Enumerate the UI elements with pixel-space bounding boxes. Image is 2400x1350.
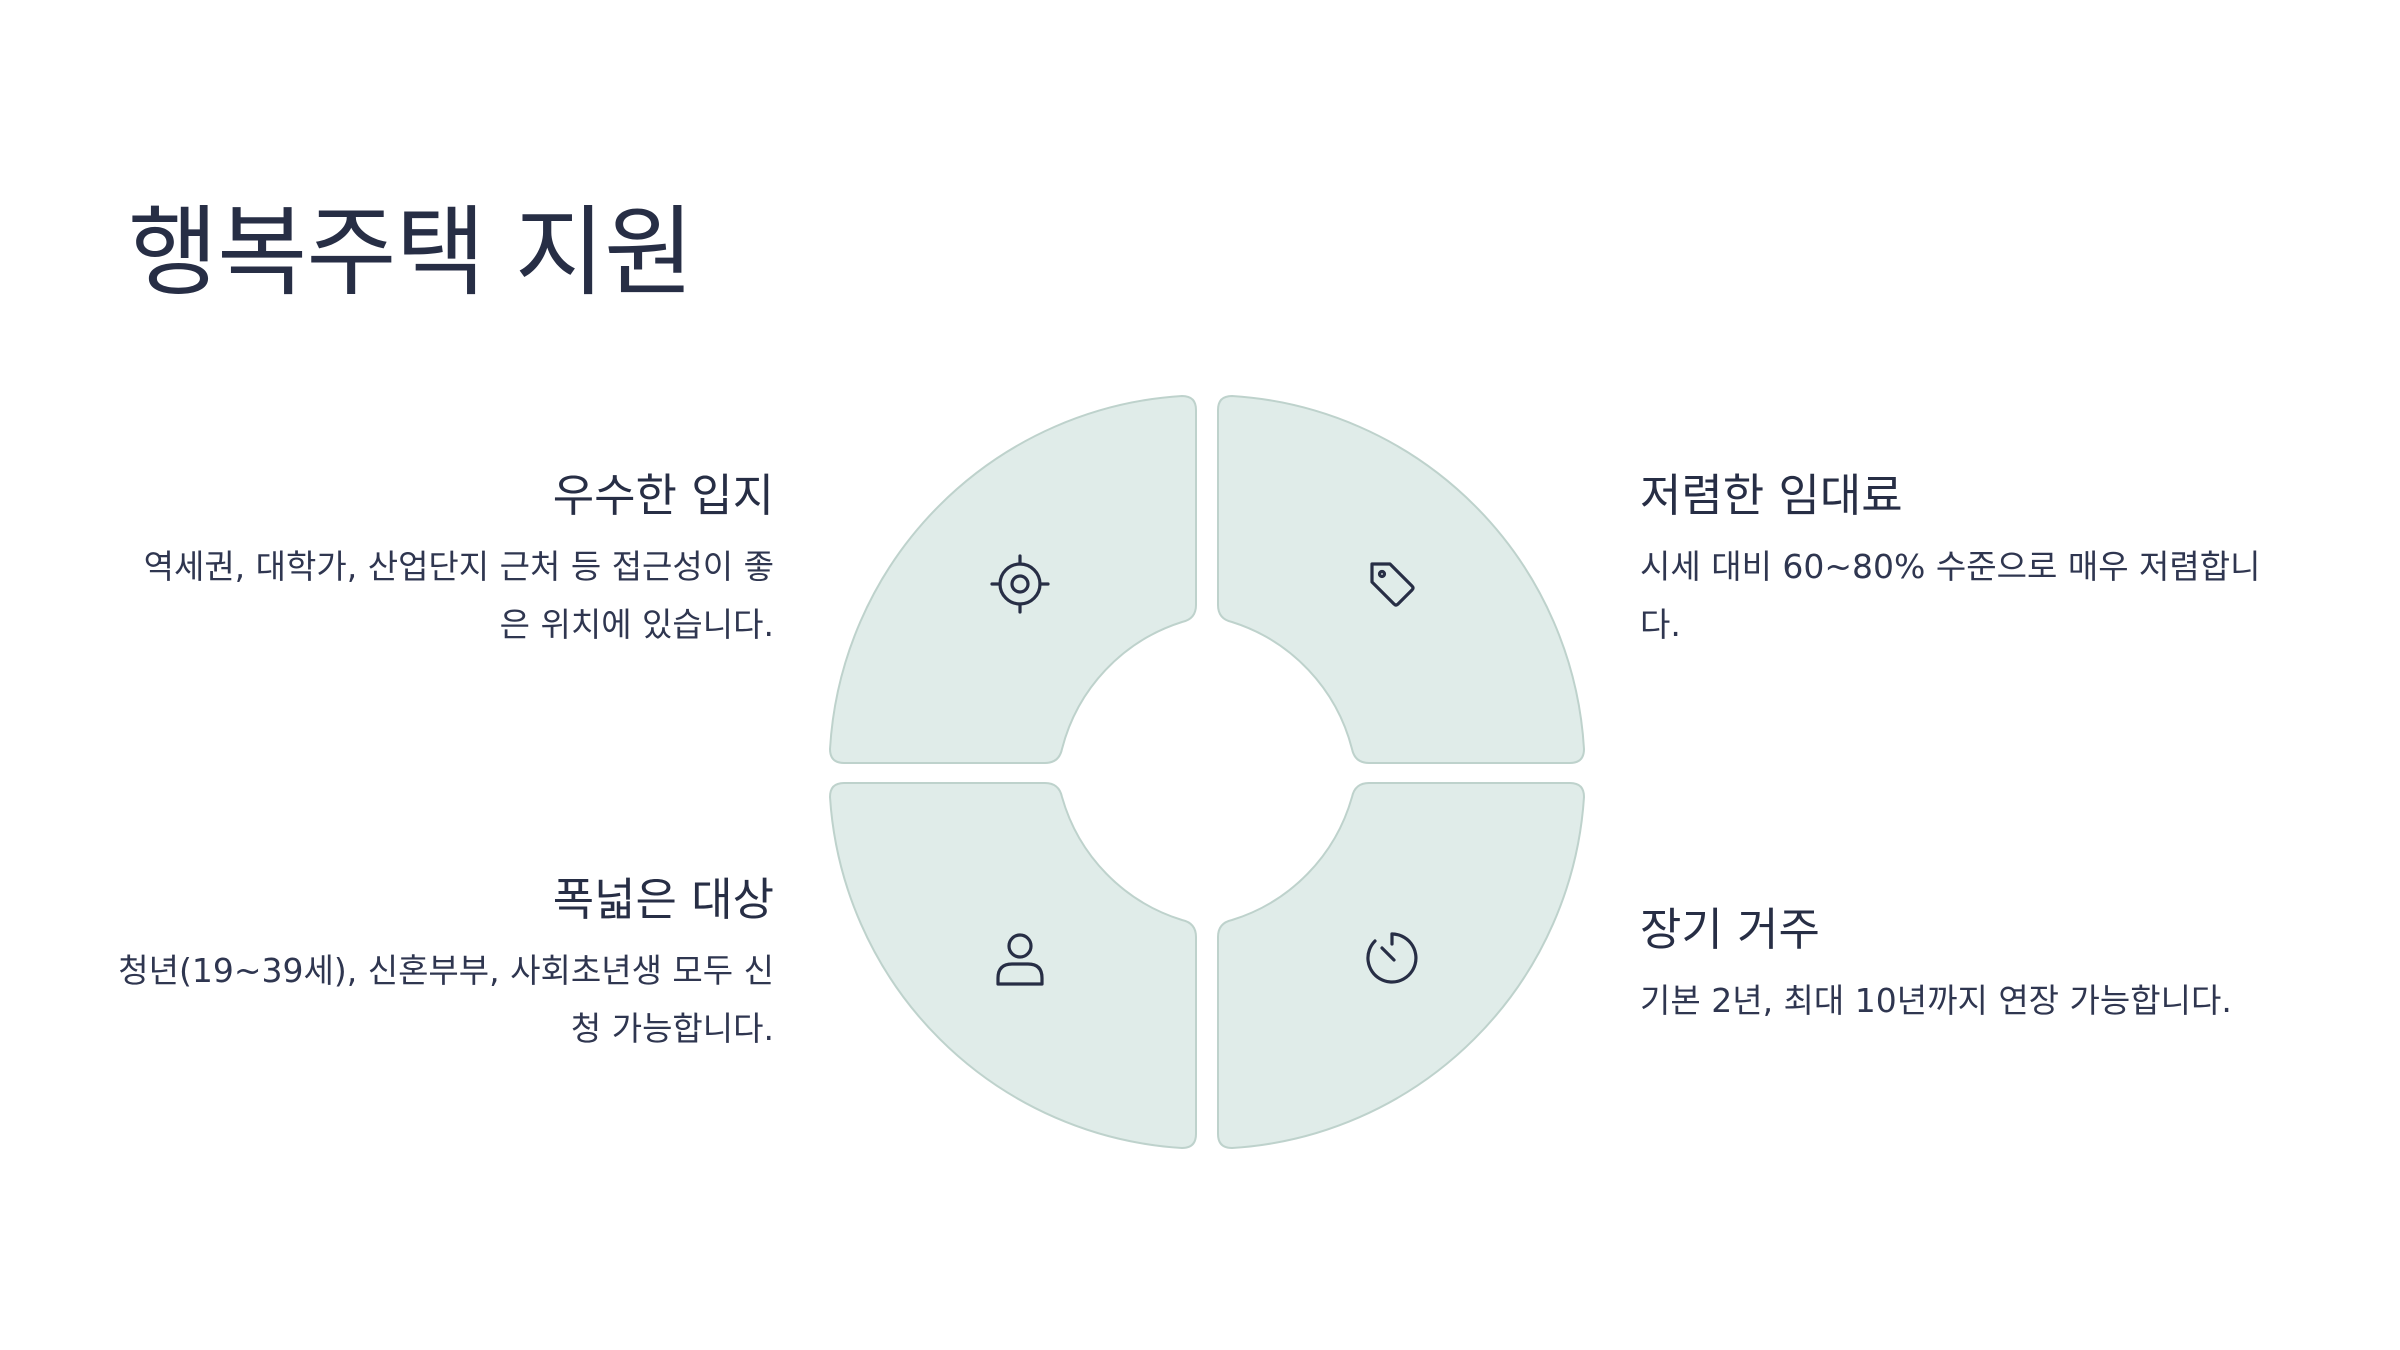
feature-desc-residence: 기본 2년, 최대 10년까지 연장 가능합니다. [1640,981,2232,1020]
feature-title-eligibility: 폭넓은 대상 [552,873,774,926]
feature-desc-eligibility: 청년(19~39세), 신혼부부, 사회초년생 모두 신청 가능합니다. [118,951,774,1048]
feature-eligibility: 폭넓은 대상 청년(19~39세), 신혼부부, 사회초년생 모두 신청 가능합… [114,870,774,1058]
feature-desc-location: 역세권, 대학가, 산업단지 근처 등 접근성이 좋은 위치에 있습니다. [143,547,774,644]
segment-rent [1217,394,1586,764]
feature-title-residence: 장기 거주 [1640,903,1820,956]
user-icon [996,933,1044,986]
feature-title-location: 우수한 입지 [552,469,774,522]
feature-location: 우수한 입지 역세권, 대학가, 산업단지 근처 등 접근성이 좋은 위치에 있… [114,466,774,654]
tag-icon [1370,562,1415,607]
page-title: 행복주택 지원 [128,196,694,310]
feature-title-rent: 저렴한 임대료 [1640,469,1903,522]
feature-desc-rent: 시세 대비 60~80% 수준으로 매우 저렴합니다. [1640,547,2261,644]
segment-residence [1217,782,1586,1150]
target-icon [990,554,1050,614]
feature-rent: 저렴한 임대료 시세 대비 60~80% 수준으로 매우 저렴합니다. [1640,466,2300,654]
feature-residence: 장기 거주 기본 2년, 최대 10년까지 연장 가능합니다. [1640,900,2300,1030]
timer-icon [1366,932,1418,984]
